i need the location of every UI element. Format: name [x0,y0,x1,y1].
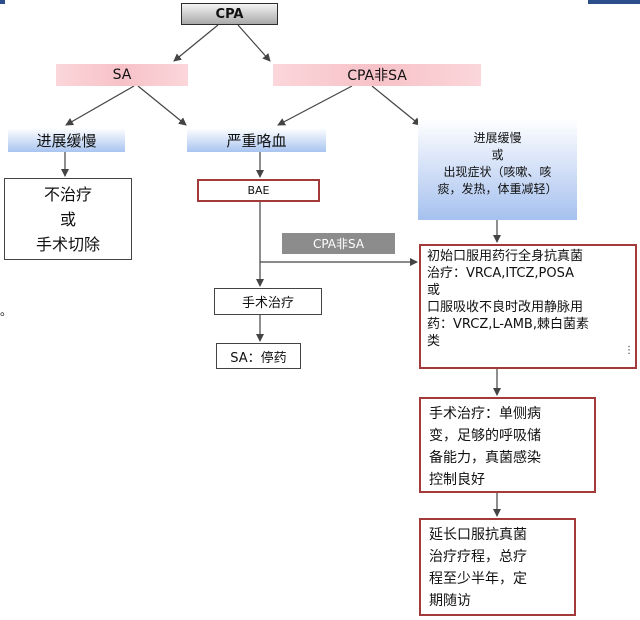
arrow-cpansa-to-slow2 [371,85,421,126]
node-sa-stop-drug: SA：停药 [216,343,301,369]
stray-dot: 。 [0,304,13,318]
node-text-line: 出现症状（咳嗽、咳 [443,164,552,179]
node-text-line: 延长口服抗真菌 [429,527,527,543]
node-text-line: 痰，发热，体重减轻） [437,181,558,196]
node-text-line: 药：VRCZ,L-AMB,棘白菌素 [427,317,589,332]
arrow-cpa-to-cpansa [237,24,271,62]
node-text-line: 控制良好 [429,472,485,488]
node-cpa: CPA [181,3,278,25]
node-slow-progress-cpa: 进展缓慢 或 出现症状（咳嗽、咳 痰，发热，体重减轻） [418,107,577,220]
node-extend-oral-antifungal: 延长口服抗真菌 治疗疗程，总疗 程至少半年，定 期随访 [419,518,576,616]
node-text-line: 或 [59,209,76,229]
arrow-cpa-to-sa [173,24,219,62]
top-border [0,0,640,4]
node-text-line: 治疗：VRCA,ITCZ,POSA [427,266,574,281]
label-cpa-non-sa: CPA非SA [282,233,395,254]
arrow-cpansa-to-hemo [277,85,353,126]
node-text-line: 期随访 [429,593,471,609]
node-text-line: 治疗疗程，总疗 [429,549,527,565]
node-no-treatment: 不治疗 或 手术切除 [4,178,132,260]
node-text-line: 类 [427,334,441,349]
node-sa: SA [56,64,188,86]
node-text-line: 程至少半年，定 [429,571,527,587]
arrow-sa-to-hemo [137,85,187,126]
arrow-sa-to-slow1 [65,85,135,126]
node-slow-progress-sa: 进展缓慢 [8,128,125,152]
node-text-line: 进展缓慢 [473,130,522,145]
node-text-line: 变，足够的呼吸储 [429,428,541,444]
node-severe-hemoptysis: 严重咯血 [187,128,326,152]
node-text-line: 初始口服用药行全身抗真菌 [427,249,584,264]
node-text-line: 手术治疗：单侧病 [429,406,541,422]
node-initial-oral-antifungal: 初始口服用药行全身抗真菌 治疗：VRCA,ITCZ,POSA 或 口服吸收不良时… [419,244,637,369]
node-bae: BAE [197,179,320,202]
stray-mark: ⋮ [624,345,634,356]
node-text-line: 不治疗 [43,184,92,204]
node-cpa-non-sa: CPA非SA [273,64,481,86]
node-text-line: 或 [491,147,504,162]
node-surgery-sa: 手术治疗 [214,288,322,315]
node-surgery-conditions: 手术治疗：单侧病 变，足够的呼吸储 备能力，真菌感染 控制良好 [419,397,596,493]
node-text-line: 手术切除 [35,234,100,254]
node-text-line: 备能力，真菌感染 [429,450,541,466]
node-text-line: 口服吸收不良时改用静脉用 [427,300,584,315]
node-text-line: 或 [427,283,441,298]
